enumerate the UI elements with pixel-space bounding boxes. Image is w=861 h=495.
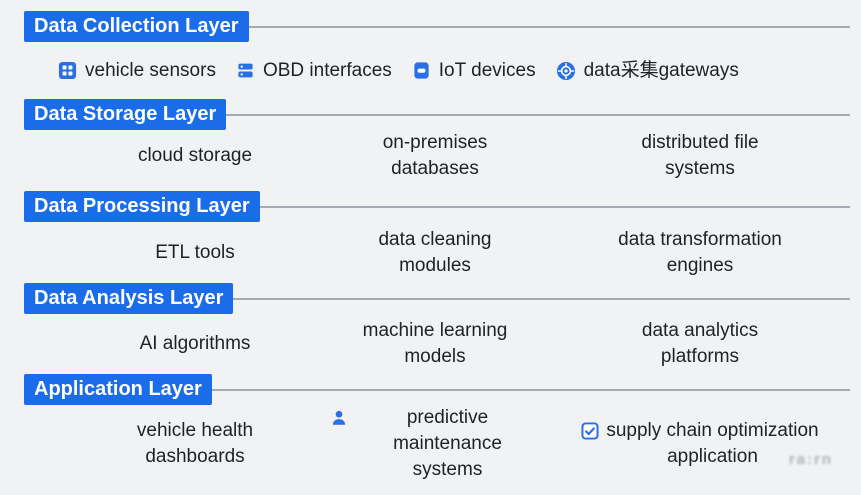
- item-label: OBD interfaces: [262, 59, 392, 81]
- header-rule: [248, 25, 850, 28]
- item-label: data cleaning modules: [378, 228, 492, 276]
- analysis-item-data-analytics-platforms: data analytics platforms: [540, 318, 860, 370]
- data-analysis-items-row: AI algorithms machine learning models da…: [0, 314, 861, 374]
- application-layer-header: Application Layer: [24, 374, 850, 405]
- item-label: on-premises databases: [382, 132, 488, 179]
- layer-badge: Data Collection Layer: [24, 11, 249, 42]
- item-label: data采集gateways: [583, 59, 739, 81]
- item-label: machine learning models: [362, 320, 508, 367]
- application-items-row: vehicle health dashboards predictive mai…: [0, 405, 861, 484]
- application-item-vehicle-health-dashboards: vehicle health dashboards: [60, 418, 330, 470]
- item-label: data transformation engines: [618, 228, 782, 276]
- data-analysis-layer-header: Data Analysis Layer: [24, 283, 850, 314]
- collection-item-obd-interfaces: OBD interfaces: [236, 58, 392, 84]
- obd-interfaces-icon: [238, 63, 253, 78]
- analysis-item-ai-algorithms: AI algorithms: [60, 331, 330, 357]
- checkbox-icon: [581, 422, 599, 440]
- collection-item-gateways: data采集gateways: [556, 58, 739, 84]
- layer-badge: Data Processing Layer: [24, 191, 260, 222]
- header-rule: [226, 113, 850, 116]
- storage-item-cloud-storage: cloud storage: [60, 143, 330, 169]
- storage-item-distributed-file-systems: distributed file systems: [540, 130, 860, 182]
- item-label: vehicle health dashboards: [136, 420, 254, 467]
- header-rule: [259, 205, 850, 208]
- layer-badge: Data Storage Layer: [24, 99, 227, 130]
- layer-badge: Application Layer: [24, 374, 212, 405]
- data-storage-items-row: cloud storage on-premises databases dist…: [0, 130, 861, 191]
- item-label: supply chain optimization application: [606, 420, 819, 467]
- item-label: distributed file systems: [641, 132, 759, 179]
- collection-item-iot-devices: IoT devices: [412, 58, 536, 84]
- collection-item-vehicle-sensors: vehicle sensors: [58, 58, 216, 84]
- processing-item-data-cleaning-modules: data cleaning modules: [330, 227, 540, 279]
- analysis-item-machine-learning-models: machine learning models: [330, 318, 540, 370]
- iot-devices-icon: [414, 62, 429, 79]
- gateway-gear-icon: [556, 61, 575, 80]
- layer-badge: Data Analysis Layer: [24, 283, 234, 314]
- data-processing-items-row: ETL tools data cleaning modules data tra…: [0, 222, 861, 283]
- data-collection-items-row: vehicle sensors OBD interfaces IoT devic…: [0, 42, 861, 99]
- item-label: data analytics platforms: [641, 320, 759, 367]
- data-collection-layer-header: Data Collection Layer: [24, 11, 850, 42]
- item-label: IoT devices: [438, 59, 536, 81]
- layered-architecture-diagram: Data Collection Layer vehicle sensors OB…: [0, 11, 861, 495]
- processing-item-data-transformation-engines: data transformation engines: [540, 227, 860, 279]
- item-label: cloud storage: [137, 145, 253, 166]
- item-label: ETL tools: [155, 241, 235, 263]
- data-processing-layer-header: Data Processing Layer: [24, 191, 850, 222]
- item-label: vehicle sensors: [85, 59, 216, 81]
- application-item-predictive-maintenance: predictive maintenance systems: [330, 405, 540, 483]
- user-icon: [332, 410, 346, 425]
- header-rule: [211, 388, 850, 391]
- item-label: AI algorithms: [139, 333, 251, 354]
- vehicle-sensors-icon: [58, 61, 77, 80]
- header-rule: [233, 297, 850, 300]
- processing-item-etl-tools: ETL tools: [60, 240, 330, 266]
- application-item-supply-chain-optimization: supply chain optimization application: [540, 418, 860, 470]
- data-storage-layer-header: Data Storage Layer: [24, 99, 850, 130]
- item-label: predictive maintenance systems: [393, 407, 502, 480]
- storage-item-on-premises-databases: on-premises databases: [330, 130, 540, 182]
